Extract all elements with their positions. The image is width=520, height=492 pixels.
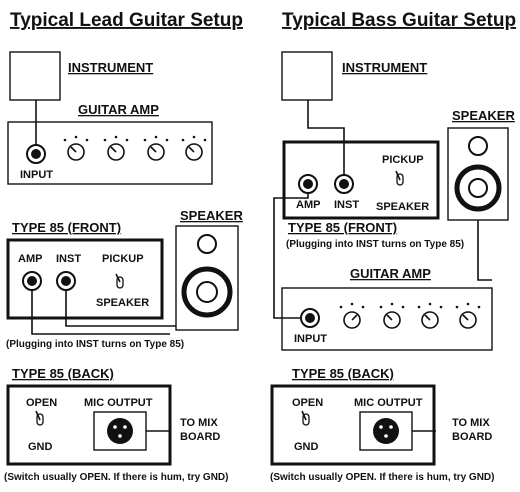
bass-inst-jack-label: INST <box>334 199 359 211</box>
lead-inst-cable <box>65 290 176 327</box>
bass-type85-front-box <box>282 140 440 220</box>
lead-gnd-label: GND <box>28 441 53 453</box>
bass-back-note: (Switch usually OPEN. If there is hum, t… <box>270 472 494 483</box>
lead-amp-knob-2 <box>107 143 125 161</box>
lead-instrument-label: INSTRUMENT <box>68 60 153 75</box>
lead-xlr-output-icon <box>93 411 147 451</box>
bass-xlr-output-icon <box>359 411 413 451</box>
lead-amp-knob-dots <box>63 135 207 142</box>
bass-board-label: BOARD <box>452 431 492 443</box>
bass-gnd-label: GND <box>294 441 319 453</box>
lead-pickup-label: PICKUP <box>102 253 144 265</box>
lead-amp-knob-3 <box>147 143 165 161</box>
lead-amp-knob-4 <box>185 143 203 161</box>
bass-type85-back-label: TYPE 85 (BACK) <box>292 366 394 381</box>
bass-open-label: OPEN <box>292 397 323 409</box>
bass-speaker-switch-label: SPEAKER <box>376 201 429 213</box>
lead-to-mix-label: TO MIX <box>180 417 218 429</box>
lead-amp-knob-1 <box>67 143 85 161</box>
lead-pickup-switch-icon <box>115 273 124 289</box>
lead-amp-input-jack <box>26 144 46 164</box>
lead-instrument-box <box>9 51 61 101</box>
bass-type85-front-label: TYPE 85 (FRONT) <box>288 220 397 235</box>
lead-amp-jack-label: AMP <box>18 253 42 265</box>
bass-amp-input-label: INPUT <box>294 333 327 345</box>
lead-back-note: (Switch usually OPEN. If there is hum, t… <box>4 472 228 483</box>
lead-board-label: BOARD <box>180 431 220 443</box>
bass-mic-output-label: MIC OUTPUT <box>354 397 423 409</box>
bass-setup-title: Typical Bass Guitar Setup <box>282 10 516 31</box>
lead-mic-output-label: MIC OUTPUT <box>84 397 153 409</box>
bass-amp-knobs <box>339 302 481 329</box>
lead-speaker-switch-label: SPEAKER <box>96 297 149 309</box>
lead-setup-title: Typical Lead Guitar Setup <box>10 10 243 31</box>
bass-speaker-icon <box>447 127 509 221</box>
lead-speaker-icon <box>175 225 239 331</box>
bass-to-mix-label: TO MIX <box>452 417 490 429</box>
lead-ground-switch-icon <box>35 410 44 426</box>
lead-guitar-amp-box <box>7 121 213 185</box>
bass-pickup-switch-icon <box>395 170 404 186</box>
lead-inst-jack <box>56 271 76 291</box>
bass-instrument-cable <box>307 100 345 175</box>
bass-amp-input-jack <box>300 308 320 328</box>
bass-instrument-label: INSTRUMENT <box>342 60 427 75</box>
lead-open-label: OPEN <box>26 397 57 409</box>
bass-amp-jack-label: AMP <box>296 199 320 211</box>
bass-amp-knob-dots <box>339 302 481 309</box>
bass-pickup-label: PICKUP <box>382 154 424 166</box>
lead-type85-back-box <box>6 384 172 466</box>
bass-type85-back-box <box>270 384 436 466</box>
bass-guitar-amp-label: GUITAR AMP <box>350 266 431 281</box>
lead-guitar-amp-label: GUITAR AMP <box>78 102 159 117</box>
bass-speaker-cable <box>477 220 492 281</box>
lead-front-note: (Plugging into INST turns on Type 85) <box>6 339 184 350</box>
lead-type85-back-label: TYPE 85 (BACK) <box>12 366 114 381</box>
bass-amp-cable <box>273 193 309 319</box>
bass-amp-jack <box>298 174 318 194</box>
bass-instrument-box <box>281 51 333 101</box>
bass-guitar-amp-box <box>281 287 493 351</box>
lead-inst-jack-label: INST <box>56 253 81 265</box>
lead-amp-jack <box>22 271 42 291</box>
bass-amp-knob-1 <box>343 311 361 329</box>
lead-type85-front-label: TYPE 85 (FRONT) <box>12 220 121 235</box>
lead-amp-knobs <box>63 135 207 161</box>
bass-front-note: (Plugging into INST turns on Type 85) <box>286 239 464 250</box>
bass-speaker-label: SPEAKER <box>452 108 515 123</box>
bass-amp-knob-3 <box>421 311 439 329</box>
bass-amp-knob-2 <box>383 311 401 329</box>
lead-amp-cable <box>31 290 170 335</box>
bass-amp-knob-4 <box>459 311 477 329</box>
bass-inst-jack <box>334 174 354 194</box>
bass-ground-switch-icon <box>301 410 310 426</box>
lead-speaker-label: SPEAKER <box>180 208 243 223</box>
lead-amp-input-label: INPUT <box>20 169 53 181</box>
lead-type85-front-box <box>6 238 164 320</box>
